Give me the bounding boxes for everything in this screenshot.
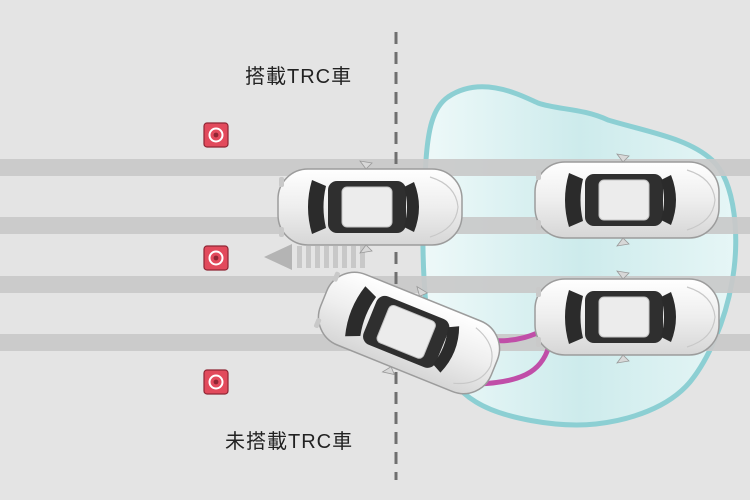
label-without-trc: 未搭載TRC車 <box>225 431 354 453</box>
car-top-view-icon <box>534 153 720 247</box>
car-top-view-icon <box>534 270 720 364</box>
traffic-cone-icon <box>203 245 229 271</box>
label-with-trc: 搭載TRC車 <box>245 66 353 88</box>
traffic-cone-icon <box>203 122 229 148</box>
car-top-view-icon <box>277 160 463 254</box>
traffic-cone-icon <box>203 369 229 395</box>
car-with-trc-start <box>534 153 720 247</box>
car-without-trc-start <box>534 270 720 364</box>
car-with-trc-moving <box>277 160 463 254</box>
direction-arrow-icon <box>264 244 365 270</box>
